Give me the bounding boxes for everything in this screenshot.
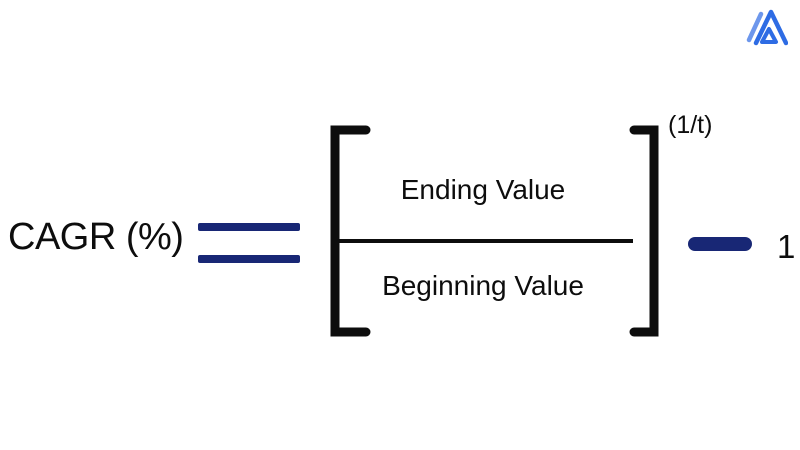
right-bracket-glyph xyxy=(629,125,659,337)
brand-logo xyxy=(744,4,789,46)
right-bracket xyxy=(626,122,676,338)
numerator-label: Ending Value xyxy=(400,174,566,205)
mountain-logo-icon xyxy=(746,9,789,46)
equals-bar-bottom xyxy=(198,255,300,263)
equals-sign xyxy=(198,223,300,263)
denominator-label: Beginning Value xyxy=(382,270,584,301)
left-bracket-glyph xyxy=(330,125,371,337)
minus-sign xyxy=(688,237,752,251)
equals-bar-top xyxy=(198,223,300,231)
constant-one: 1 xyxy=(777,228,796,265)
left-bracket xyxy=(324,122,374,338)
formula-lhs-label: CAGR (%) xyxy=(8,216,184,258)
exponent-label: (1/t) xyxy=(668,111,713,139)
fraction-line xyxy=(333,239,633,243)
